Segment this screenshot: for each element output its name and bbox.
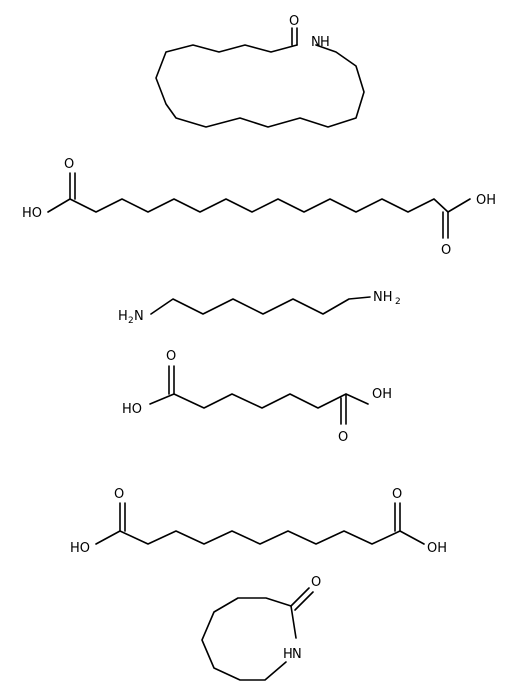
right-oxygen-label: O <box>338 430 348 445</box>
right-amine-subscript: 2 <box>395 297 401 307</box>
tetradecanedioic-acid-structure: HO O OH O <box>22 157 496 258</box>
left-oxygen-label: O <box>114 487 124 502</box>
laurolactam-ring-bonds <box>155 44 365 128</box>
carbonyl-bond <box>290 587 310 607</box>
adipic-acid-structure: HO O OH O <box>122 349 392 445</box>
oxygen-label: O <box>311 575 321 590</box>
caprolactam-ring-bonds <box>201 597 292 681</box>
nitrogen-label: N <box>311 35 321 50</box>
laurolactam-structure: O N H <box>155 14 365 128</box>
ring-bond-to-nitrogen <box>290 605 297 639</box>
nitrogen-label: N <box>292 647 302 662</box>
chain-bonds <box>47 198 471 213</box>
left-hydroxyl-label: HO <box>70 541 90 556</box>
left-oxygen-label: O <box>166 349 176 364</box>
chain-bonds <box>150 296 371 315</box>
right-oxygen-label: O <box>392 487 402 502</box>
right-amine-label: NH <box>373 290 393 305</box>
carbonyl-bond-double <box>294 591 314 611</box>
caprolactam-structure: O H N <box>201 575 321 681</box>
hydrogen-label: H <box>320 35 330 50</box>
oxygen-label: O <box>289 14 299 29</box>
left-amine-nitrogen: N <box>134 309 144 324</box>
left-hydroxyl-label: HO <box>22 206 42 221</box>
right-oxygen-label: O <box>441 243 451 258</box>
hydrogen-label: H <box>283 647 293 662</box>
left-amine-label: H <box>118 309 128 324</box>
right-hydroxyl-label: OH <box>476 193 496 208</box>
chain-bonds <box>95 530 425 545</box>
left-hydroxyl-label: HO <box>122 402 142 417</box>
sebacic-acid-structure: HO O OH O <box>70 487 447 556</box>
left-amine-subscript: 2 <box>128 316 134 326</box>
right-hydroxyl-label: OH <box>427 541 447 556</box>
left-oxygen-label: O <box>64 157 74 172</box>
chain-bonds <box>149 393 369 409</box>
right-hydroxyl-label: OH <box>372 387 392 402</box>
hexamethylenediamine-structure: H 2 N NH 2 <box>118 290 401 326</box>
